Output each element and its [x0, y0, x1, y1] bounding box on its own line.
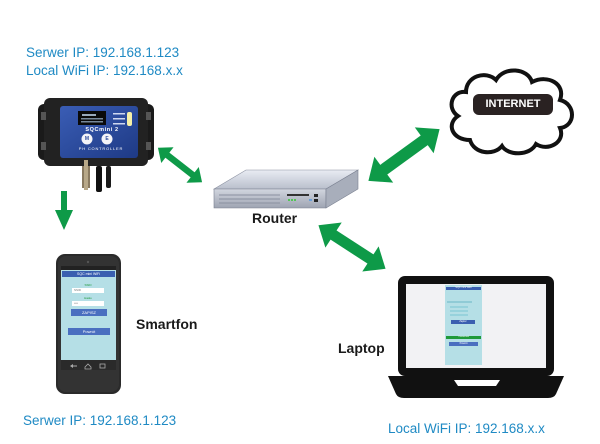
mount-hole: [146, 142, 151, 150]
app-header: [62, 271, 115, 277]
bottom-local-wifi-ip: Local WiFi IP: 192.168.x.x: [388, 421, 545, 436]
laptop-app-header: [446, 287, 481, 290]
controller-subtitle: PH CONTROLLER: [78, 146, 124, 151]
laptop-base: [388, 376, 564, 398]
button-m: [81, 133, 93, 145]
top-local-wifi-ip: Local WiFi IP: 192.168.x.x: [26, 63, 183, 78]
ssid-input: [72, 288, 104, 293]
laptop-device: [388, 276, 564, 398]
phone-save-button[interactable]: ZAPISZ: [81, 310, 96, 315]
bottom-server-ip: Serwer IP: 192.168.1.123: [23, 413, 177, 428]
router-label: Router: [252, 210, 298, 226]
phone-screen: [61, 266, 116, 370]
phone-ssid-label: SSID: [84, 283, 92, 287]
smartphone-device: [56, 254, 121, 394]
smartphone-label: Smartfon: [136, 316, 198, 332]
phone-app-title: SQC mini WiFi: [77, 272, 100, 276]
arrow-controller-router: [157, 147, 203, 183]
laptop-back-button-shape: [449, 342, 478, 346]
top-server-ip: Serwer IP: 192.168.1.123: [26, 45, 180, 60]
arrow-router-internet: [368, 127, 440, 183]
laptop-status-bar: [446, 336, 481, 339]
phone-back-button[interactable]: Powrót: [82, 329, 96, 334]
mount-hole: [146, 112, 151, 120]
laptop-label: Laptop: [338, 340, 385, 356]
laptop-back-button[interactable]: Powrót: [459, 342, 468, 345]
cable: [106, 166, 111, 188]
internet-badge: [473, 94, 553, 115]
controller-brand: SQCmini 2: [85, 127, 119, 133]
arrow-controller-smartphone: [55, 191, 73, 230]
laptop-app: [445, 285, 482, 365]
led-strip: [127, 112, 132, 126]
nav-back-icon: [70, 364, 77, 368]
cable: [96, 166, 102, 192]
internet-cloud: [449, 68, 574, 156]
controller-button-m-label: M: [84, 136, 90, 142]
laptop-save-button-shape: [451, 320, 475, 324]
nav-home-icon: [84, 363, 92, 370]
arrow-router-laptop: [318, 222, 386, 272]
phone-password-label: Hasło: [84, 296, 92, 300]
laptop-save-button[interactable]: Zapisz: [459, 320, 467, 323]
top-ip-block: Serwer IP: 192.168.1.123 Local WiFi IP: …: [26, 44, 183, 80]
nav-recents-icon: [99, 363, 106, 369]
mount-hole: [41, 142, 46, 150]
save-button-shape: [71, 309, 107, 316]
phone-password-input[interactable]: ••••: [74, 301, 79, 305]
controller-button-e-label: E: [105, 136, 109, 142]
arrows: [55, 127, 440, 272]
password-input: [72, 301, 104, 306]
laptop-status-text: Connected: [458, 336, 469, 338]
controller-device: [38, 98, 154, 192]
button-e: [101, 133, 113, 145]
phone-ssid-input[interactable]: SSID: [74, 288, 82, 292]
internet-label: INTERNET: [485, 98, 541, 110]
back-button-shape: [68, 328, 110, 335]
router-device: [212, 169, 360, 209]
mount-hole: [41, 112, 46, 120]
laptop-app-title: SQC mini WiFi: [455, 286, 472, 289]
laptop-trackpad: [454, 380, 500, 386]
